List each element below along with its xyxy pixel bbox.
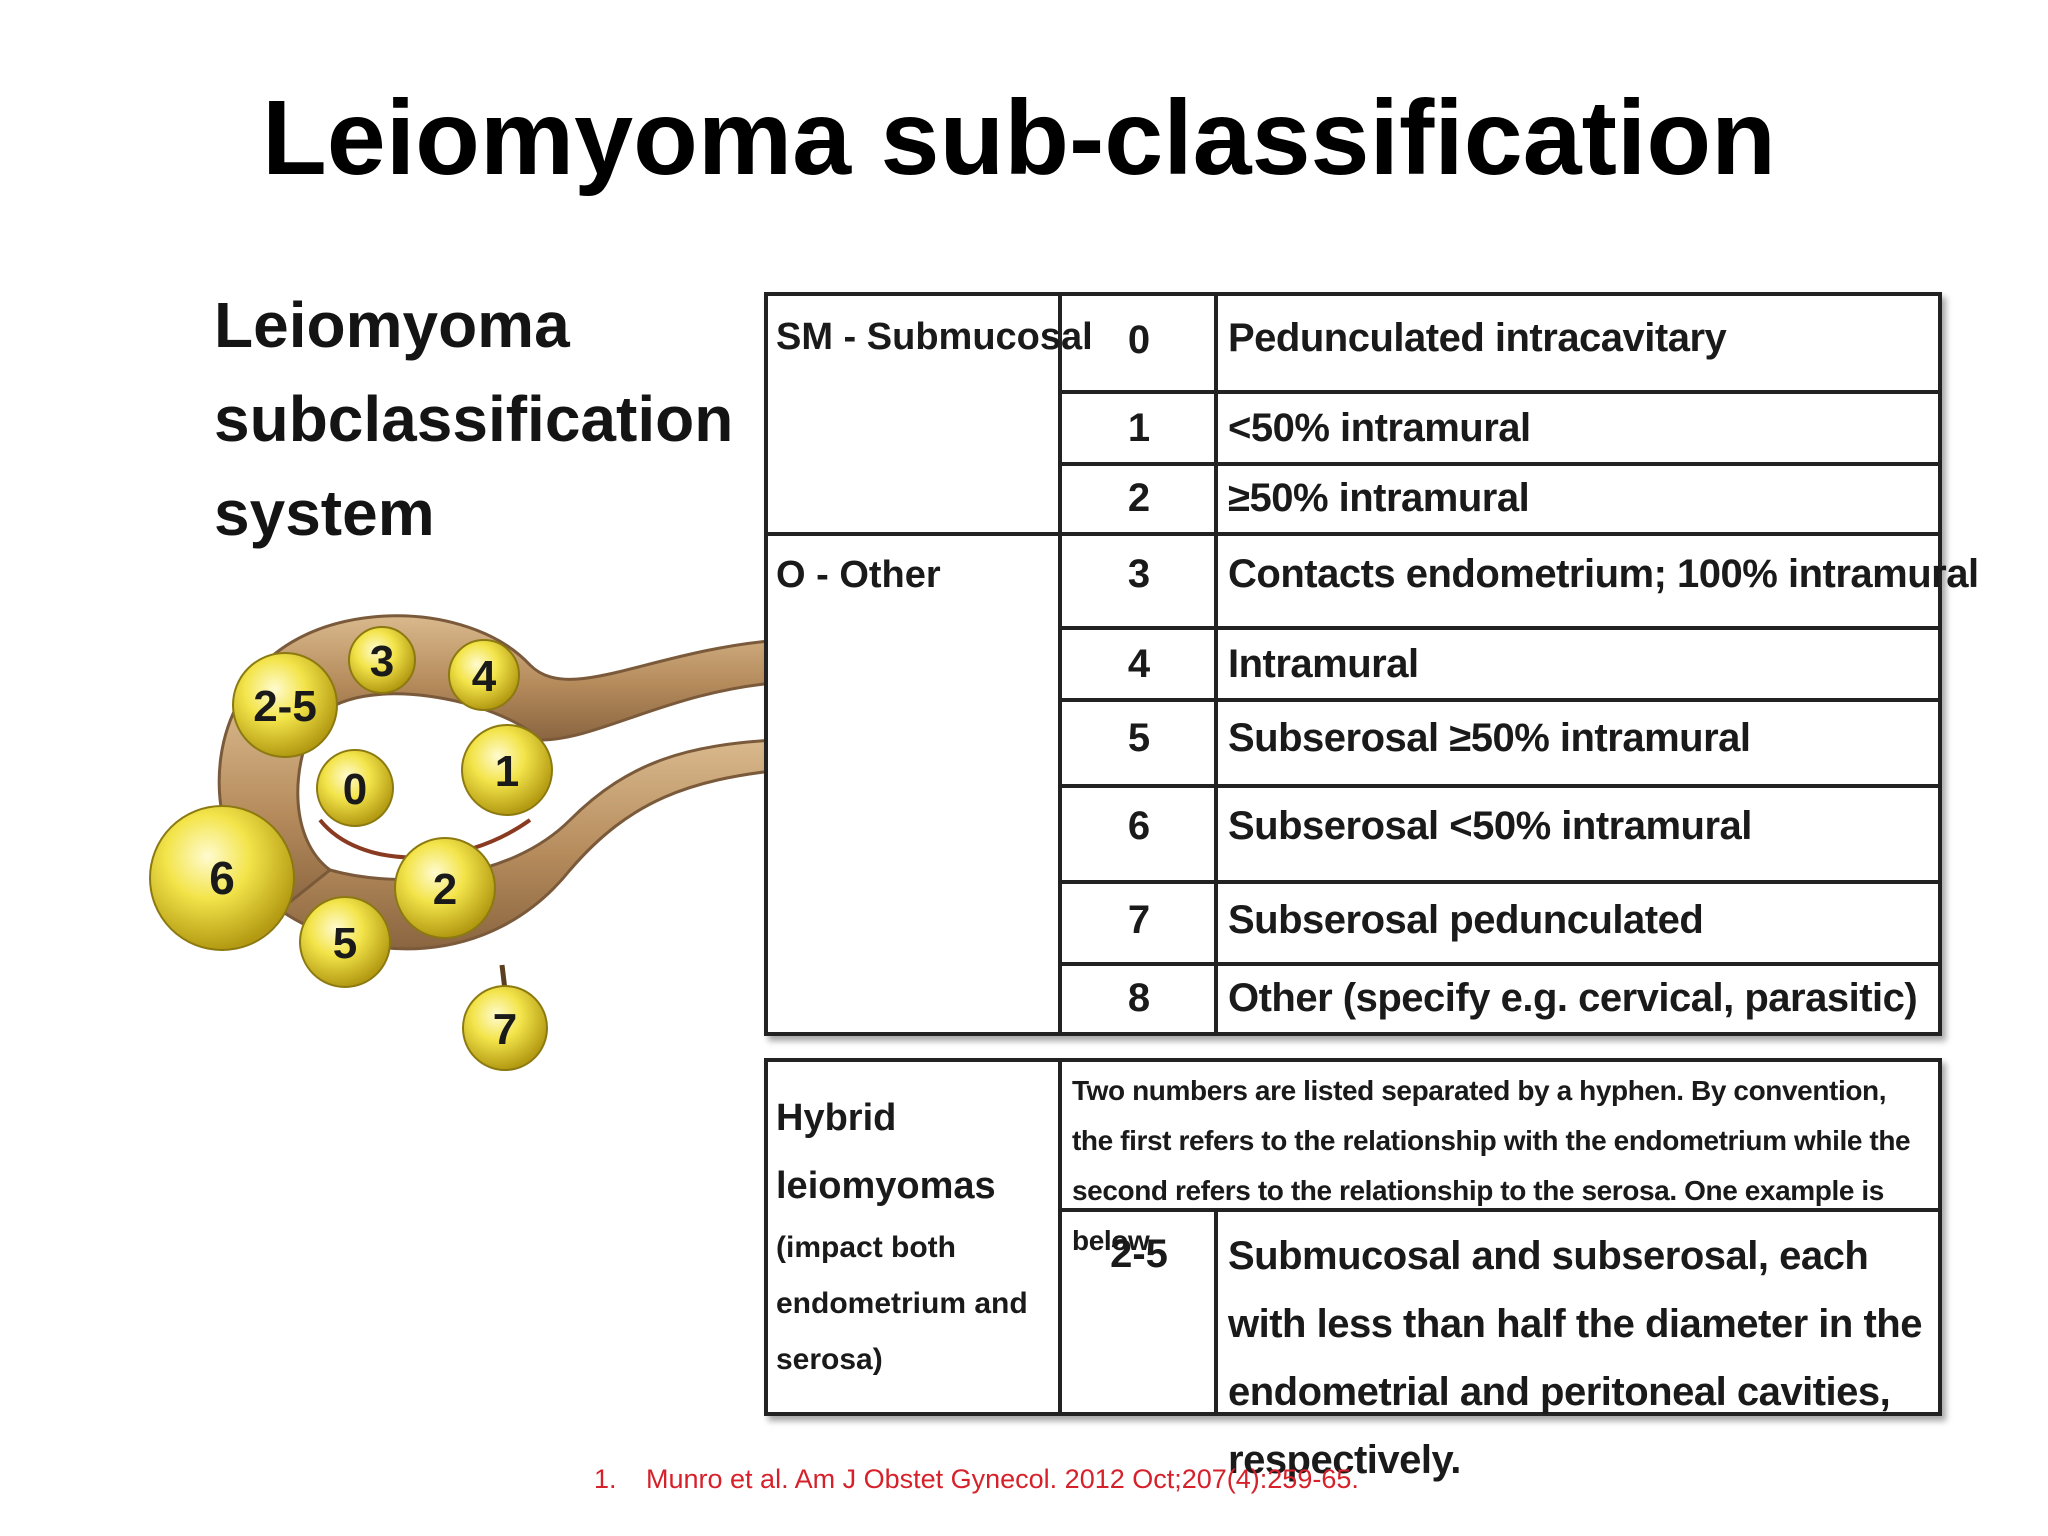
category-submucosal: SM - Submucosal bbox=[776, 316, 1093, 358]
row-desc-4: Intramural bbox=[1228, 642, 1419, 686]
hybrid-sub-line-1: (impact both bbox=[776, 1231, 956, 1264]
citation-index: 1. bbox=[594, 1464, 617, 1494]
row-num-3: 3 bbox=[1127, 552, 1151, 596]
figure-title: Leiomyoma subclassification system bbox=[214, 278, 733, 560]
row-desc-7: Subserosal pedunculated bbox=[1228, 898, 1704, 942]
fibroid-4: 4 bbox=[448, 639, 520, 711]
hybrid-note: Two numbers are listed separated by a hy… bbox=[1072, 1075, 1911, 1256]
hybrid-table: Hybrid leiomyomas (impact both endometri… bbox=[764, 1058, 1942, 1482]
fibroid-label-0: 0 bbox=[343, 765, 367, 814]
row-num-2: 2 bbox=[1127, 476, 1151, 520]
fibroid-label-3: 3 bbox=[370, 637, 394, 686]
row-num-0: 0 bbox=[1127, 318, 1151, 362]
row-desc-8: Other (specify e.g. cervical, parasitic) bbox=[1228, 976, 1918, 1020]
hybrid-sub-line-2: endometrium and bbox=[776, 1287, 1028, 1320]
fibroid-2-5: 2-5 bbox=[232, 652, 338, 758]
fibroid-7: 7 bbox=[462, 985, 548, 1071]
fibroid-label-2: 2 bbox=[433, 865, 457, 914]
figure-title-line-3: system bbox=[214, 477, 435, 549]
fibroid-2: 2 bbox=[394, 837, 496, 939]
hybrid-title-line-2: leiomyomas bbox=[776, 1165, 996, 1207]
row-num-8: 8 bbox=[1127, 976, 1151, 1020]
hybrid-label: Hybrid leiomyomas (impact both endometri… bbox=[776, 1084, 1046, 1388]
hybrid-title-line-1: Hybrid bbox=[776, 1097, 897, 1139]
row-desc-5: Subserosal ≥50% intramural bbox=[1228, 716, 1751, 760]
row-num-5: 5 bbox=[1127, 716, 1151, 760]
row-num-1: 1 bbox=[1127, 406, 1151, 450]
hybrid-example-desc: Submucosal and subserosal, each with les… bbox=[1228, 1234, 1922, 1482]
row-desc-3: Contacts endometrium; 100% intramural bbox=[1228, 552, 1979, 596]
classification-table: SM - Submucosal O - Other 0 Pedunculated… bbox=[764, 292, 1979, 1036]
fibroid-label-7: 7 bbox=[493, 1005, 517, 1054]
row-desc-2: ≥50% intramural bbox=[1228, 476, 1530, 520]
hybrid-example-num: 2-5 bbox=[1110, 1232, 1168, 1276]
citation-text: Munro et al. Am J Obstet Gynecol. 2012 O… bbox=[646, 1464, 1359, 1494]
row-num-4: 4 bbox=[1127, 642, 1151, 686]
category-other: O - Other bbox=[776, 554, 941, 596]
fibroid-5: 5 bbox=[299, 896, 391, 988]
slide-title: Leiomyoma sub-classification bbox=[262, 79, 1776, 197]
fibroid-label-5: 5 bbox=[333, 919, 357, 968]
row-num-7: 7 bbox=[1127, 898, 1151, 942]
row-num-6: 6 bbox=[1127, 804, 1151, 848]
fibroid-0: 0 bbox=[316, 749, 394, 827]
fibroid-3: 3 bbox=[348, 626, 416, 694]
row-desc-0: Pedunculated intracavitary bbox=[1228, 316, 1727, 360]
fibroid-1: 1 bbox=[461, 724, 553, 816]
fibroid-label-4: 4 bbox=[472, 652, 497, 701]
figure-title-line-1: Leiomyoma bbox=[214, 289, 570, 361]
fibroid-6: 6 bbox=[149, 805, 295, 951]
hybrid-sub-line-3: serosa) bbox=[776, 1343, 883, 1376]
figure-title-line-2: subclassification bbox=[214, 383, 734, 455]
row-desc-1: <50% intramural bbox=[1228, 406, 1531, 450]
fibroid-label-6: 6 bbox=[209, 852, 235, 904]
row-desc-6: Subserosal <50% intramural bbox=[1228, 804, 1752, 848]
fibroid-label-2-5: 2-5 bbox=[253, 682, 317, 731]
fibroid-label-1: 1 bbox=[495, 747, 519, 796]
citation: 1. Munro et al. Am J Obstet Gynecol. 2012… bbox=[594, 1464, 1359, 1495]
uterus-diagram: 2-5 3 4 0 1 6 2 5 7 bbox=[149, 614, 792, 1071]
